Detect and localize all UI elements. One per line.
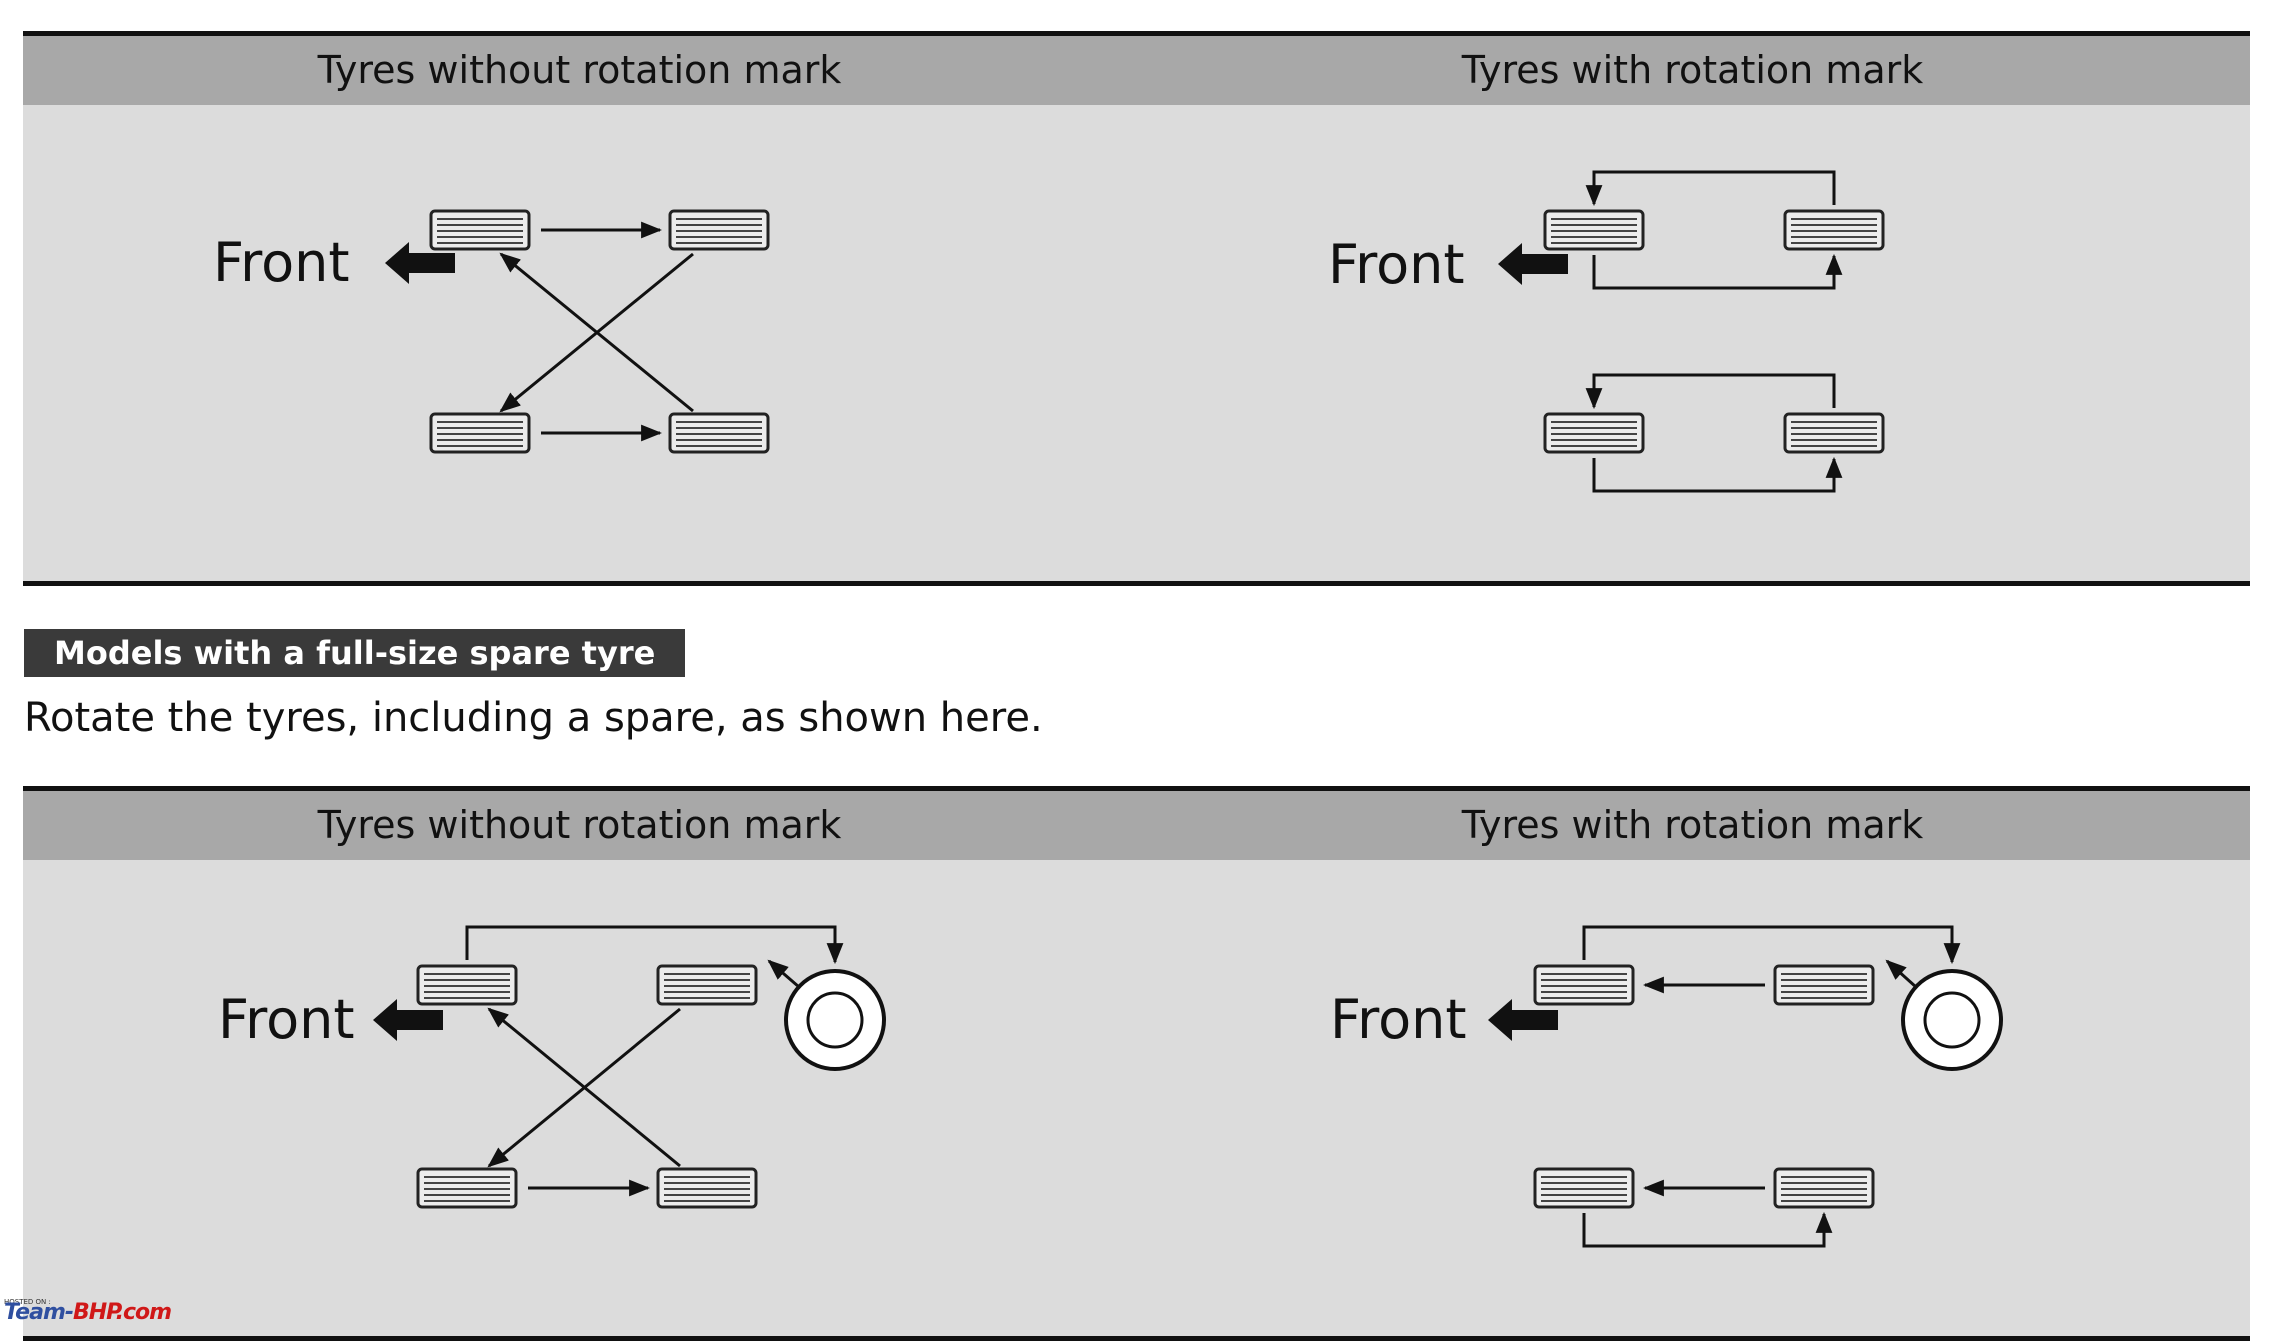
tyre-front-right	[429, 412, 531, 454]
watermark-brand-accent: BHP.com	[73, 1300, 172, 1325]
front-label: Front	[1330, 988, 1467, 1051]
diagram-no-rotation-mark: Front	[213, 209, 770, 454]
tyre-front-right	[1533, 1167, 1635, 1209]
front-label: Front	[1328, 233, 1465, 296]
arrow-line	[767, 959, 800, 989]
tyre-front-left	[1533, 964, 1635, 1006]
rotation-diagrams-standard: Front Front	[213, 170, 1885, 493]
column-title-rotation-mark: Tyres with rotation mark	[1461, 803, 1924, 847]
tyre-rear-right	[656, 1167, 758, 1209]
arrow-line	[487, 1007, 681, 1168]
rotation-diagrams-with-spare: Front Front	[218, 925, 2003, 1248]
tyre-rear-left	[668, 209, 770, 251]
diagram-no-rotation-mark-spare: Front	[218, 925, 886, 1209]
tyre-front-right	[1543, 412, 1645, 454]
front-label: Front	[213, 231, 350, 294]
tyre-front-right	[416, 1167, 518, 1209]
tyre-front-left	[416, 964, 518, 1006]
watermark-hosted-note: HOSTED ON :	[4, 1298, 51, 1306]
panel-header: Tyres without rotation mark Tyres with r…	[23, 791, 2250, 860]
arrow-line	[465, 925, 844, 965]
arrow-line	[1592, 456, 1843, 493]
arrow-line	[1582, 1211, 1833, 1248]
rotation-panel-with-spare: Tyres without rotation mark Tyres with r…	[23, 786, 2250, 1341]
tyre-rear-right	[1783, 412, 1885, 454]
panel-header: Tyres without rotation mark Tyres with r…	[23, 36, 2250, 105]
arrow-line	[1585, 170, 1836, 207]
diagram-rotation-mark-spare: Front	[1330, 925, 2003, 1248]
instruction-text: Rotate the tyres, including a spare, as …	[24, 695, 1043, 741]
diagram-rotation-mark: Front	[1328, 170, 1885, 493]
rotation-panel-standard: Tyres without rotation mark Tyres with r…	[23, 31, 2250, 586]
front-label: Front	[218, 988, 355, 1051]
section-label-full-size-spare: Models with a full-size spare tyre	[24, 629, 686, 677]
spare-tyre	[784, 969, 886, 1071]
tyre-front-left	[429, 209, 531, 251]
tyre-rear-left	[1783, 209, 1885, 251]
tyre-rear-left	[656, 964, 758, 1006]
tyre-rear-left	[1773, 964, 1875, 1006]
column-title-no-rotation-mark: Tyres without rotation mark	[317, 803, 842, 847]
arrow-line	[499, 252, 694, 413]
arrow-line	[1885, 959, 1918, 989]
arrow-line	[1582, 925, 1961, 965]
tyre-rear-right	[668, 412, 770, 454]
watermark-logo: Team-BHP.com	[4, 1300, 172, 1325]
tyre-front-left	[1543, 209, 1645, 251]
arrow-line	[1592, 253, 1843, 290]
watermark-brand-prefix: Team-	[4, 1300, 74, 1325]
column-title-no-rotation-mark: Tyres without rotation mark	[317, 48, 842, 92]
arrow-line	[1585, 373, 1836, 410]
tyre-rear-right	[1773, 1167, 1875, 1209]
column-title-rotation-mark: Tyres with rotation mark	[1461, 48, 1924, 92]
spare-tyre	[1901, 969, 2003, 1071]
